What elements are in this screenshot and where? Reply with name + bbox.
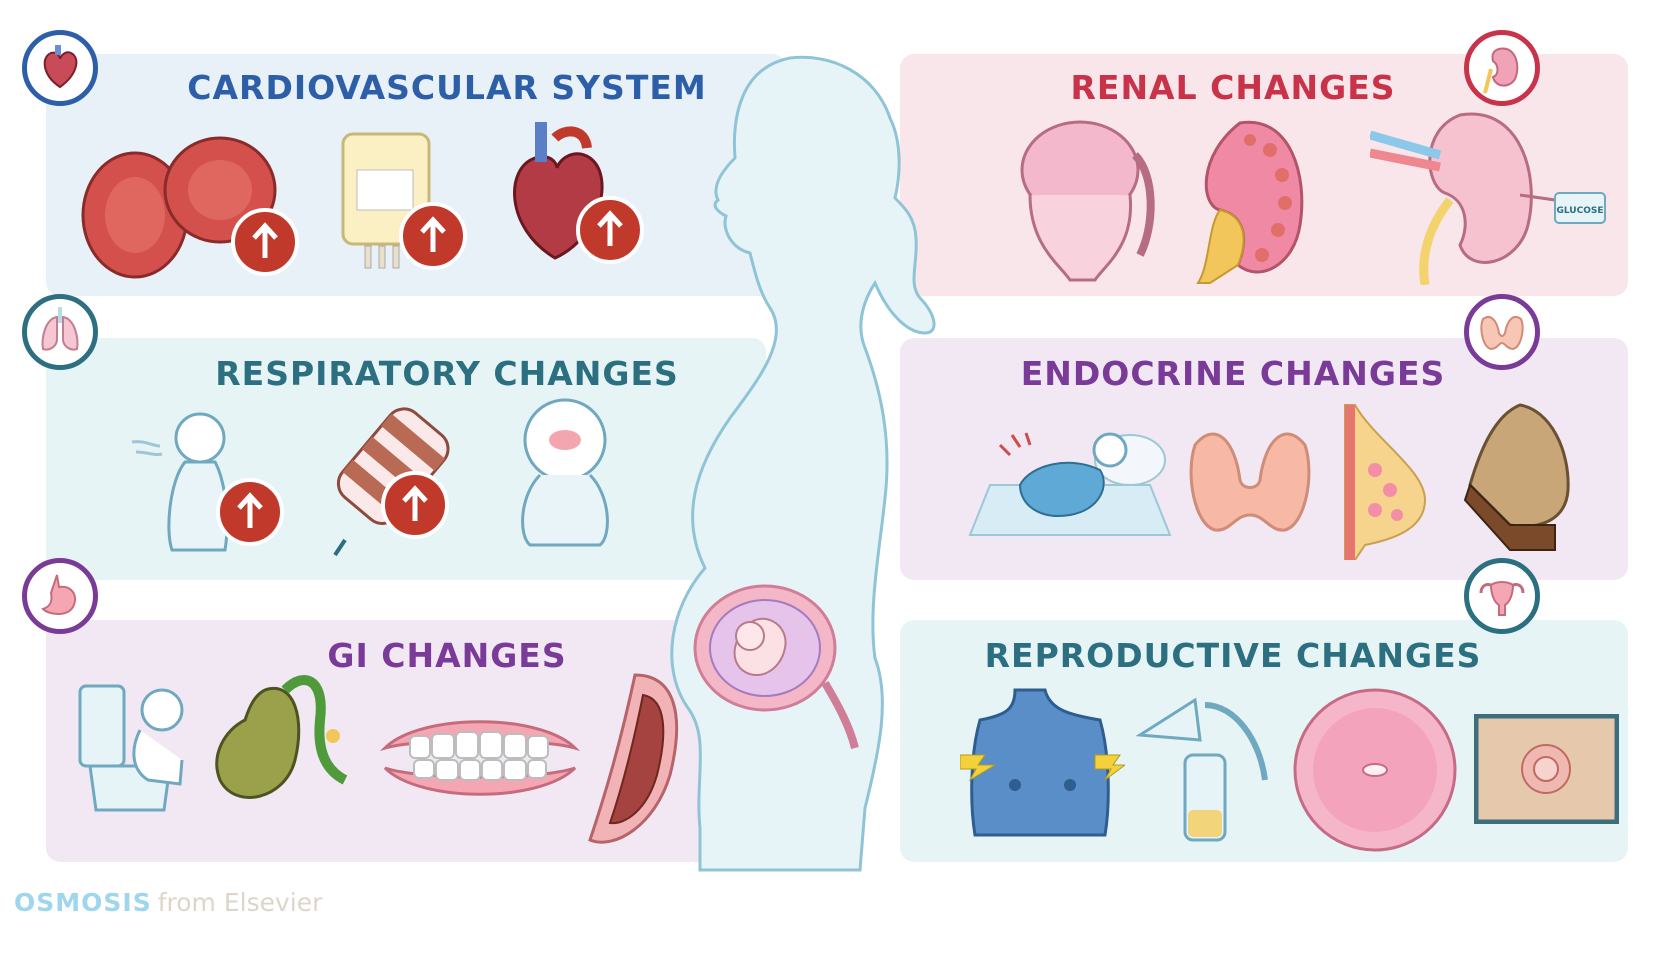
section-title-reproductive: REPRODUCTIVE CHANGES: [984, 636, 1482, 675]
section-title-endocrine: ENDOCRINE CHANGES: [1020, 354, 1446, 393]
section-title-gi: GI CHANGES: [327, 636, 567, 675]
microscope-slide-illustration: [1474, 714, 1619, 824]
breast-cross-section-illustration: [1344, 404, 1427, 560]
section-title-respiratory: RESPIRATORY CHANGES: [215, 354, 679, 393]
logo-brand: OSMOSIS: [14, 888, 152, 917]
uterus-with-fetus: [693, 584, 859, 750]
toilet-figure-illustration: [78, 684, 184, 812]
plasma-bag-illustration: [341, 132, 467, 270]
stuffy-nose-figure-illustration: [521, 398, 609, 547]
heart-illustration: [513, 122, 644, 264]
kidney-glucose-illustration: GLUCOSE: [1370, 112, 1606, 285]
pituitary-illustration: [1463, 403, 1570, 551]
breast-pump-illustration: [1135, 697, 1268, 842]
section-title-renal: RENAL CHANGES: [1070, 68, 1396, 107]
torso-breast-pain-illustration: [960, 688, 1125, 837]
sleeping-figure-illustration: [968, 432, 1172, 536]
kidney-icon: [1464, 30, 1540, 106]
cervix-illustration: [1293, 688, 1457, 852]
red-blood-cells-illustration: [81, 136, 299, 279]
stomach-icon: [22, 558, 98, 634]
teeth-gums-illustration: [380, 720, 580, 796]
section-title-cardiovascular: CARDIOVASCULAR SYSTEM: [187, 68, 707, 107]
heart-icon: [22, 30, 98, 106]
thyroid-illustration: [1189, 432, 1311, 532]
logo-suffix: from Elsevier: [157, 888, 323, 917]
lungs-icon: [22, 294, 98, 370]
breathing-figure-illustration: [131, 412, 284, 552]
gallbladder-illustration: [215, 675, 348, 799]
kidney-cross-section-illustration: [1196, 120, 1304, 284]
trachea-illustration: [333, 407, 450, 557]
intestine-cross-section-illustration: [588, 673, 678, 844]
uterus-icon: [1464, 558, 1540, 634]
thyroid-icon: [1464, 294, 1540, 370]
glucose-label: GLUCOSE: [1557, 206, 1604, 216]
bladder-illustration: [1020, 120, 1155, 282]
pregnant-woman-silhouette: [670, 55, 936, 872]
